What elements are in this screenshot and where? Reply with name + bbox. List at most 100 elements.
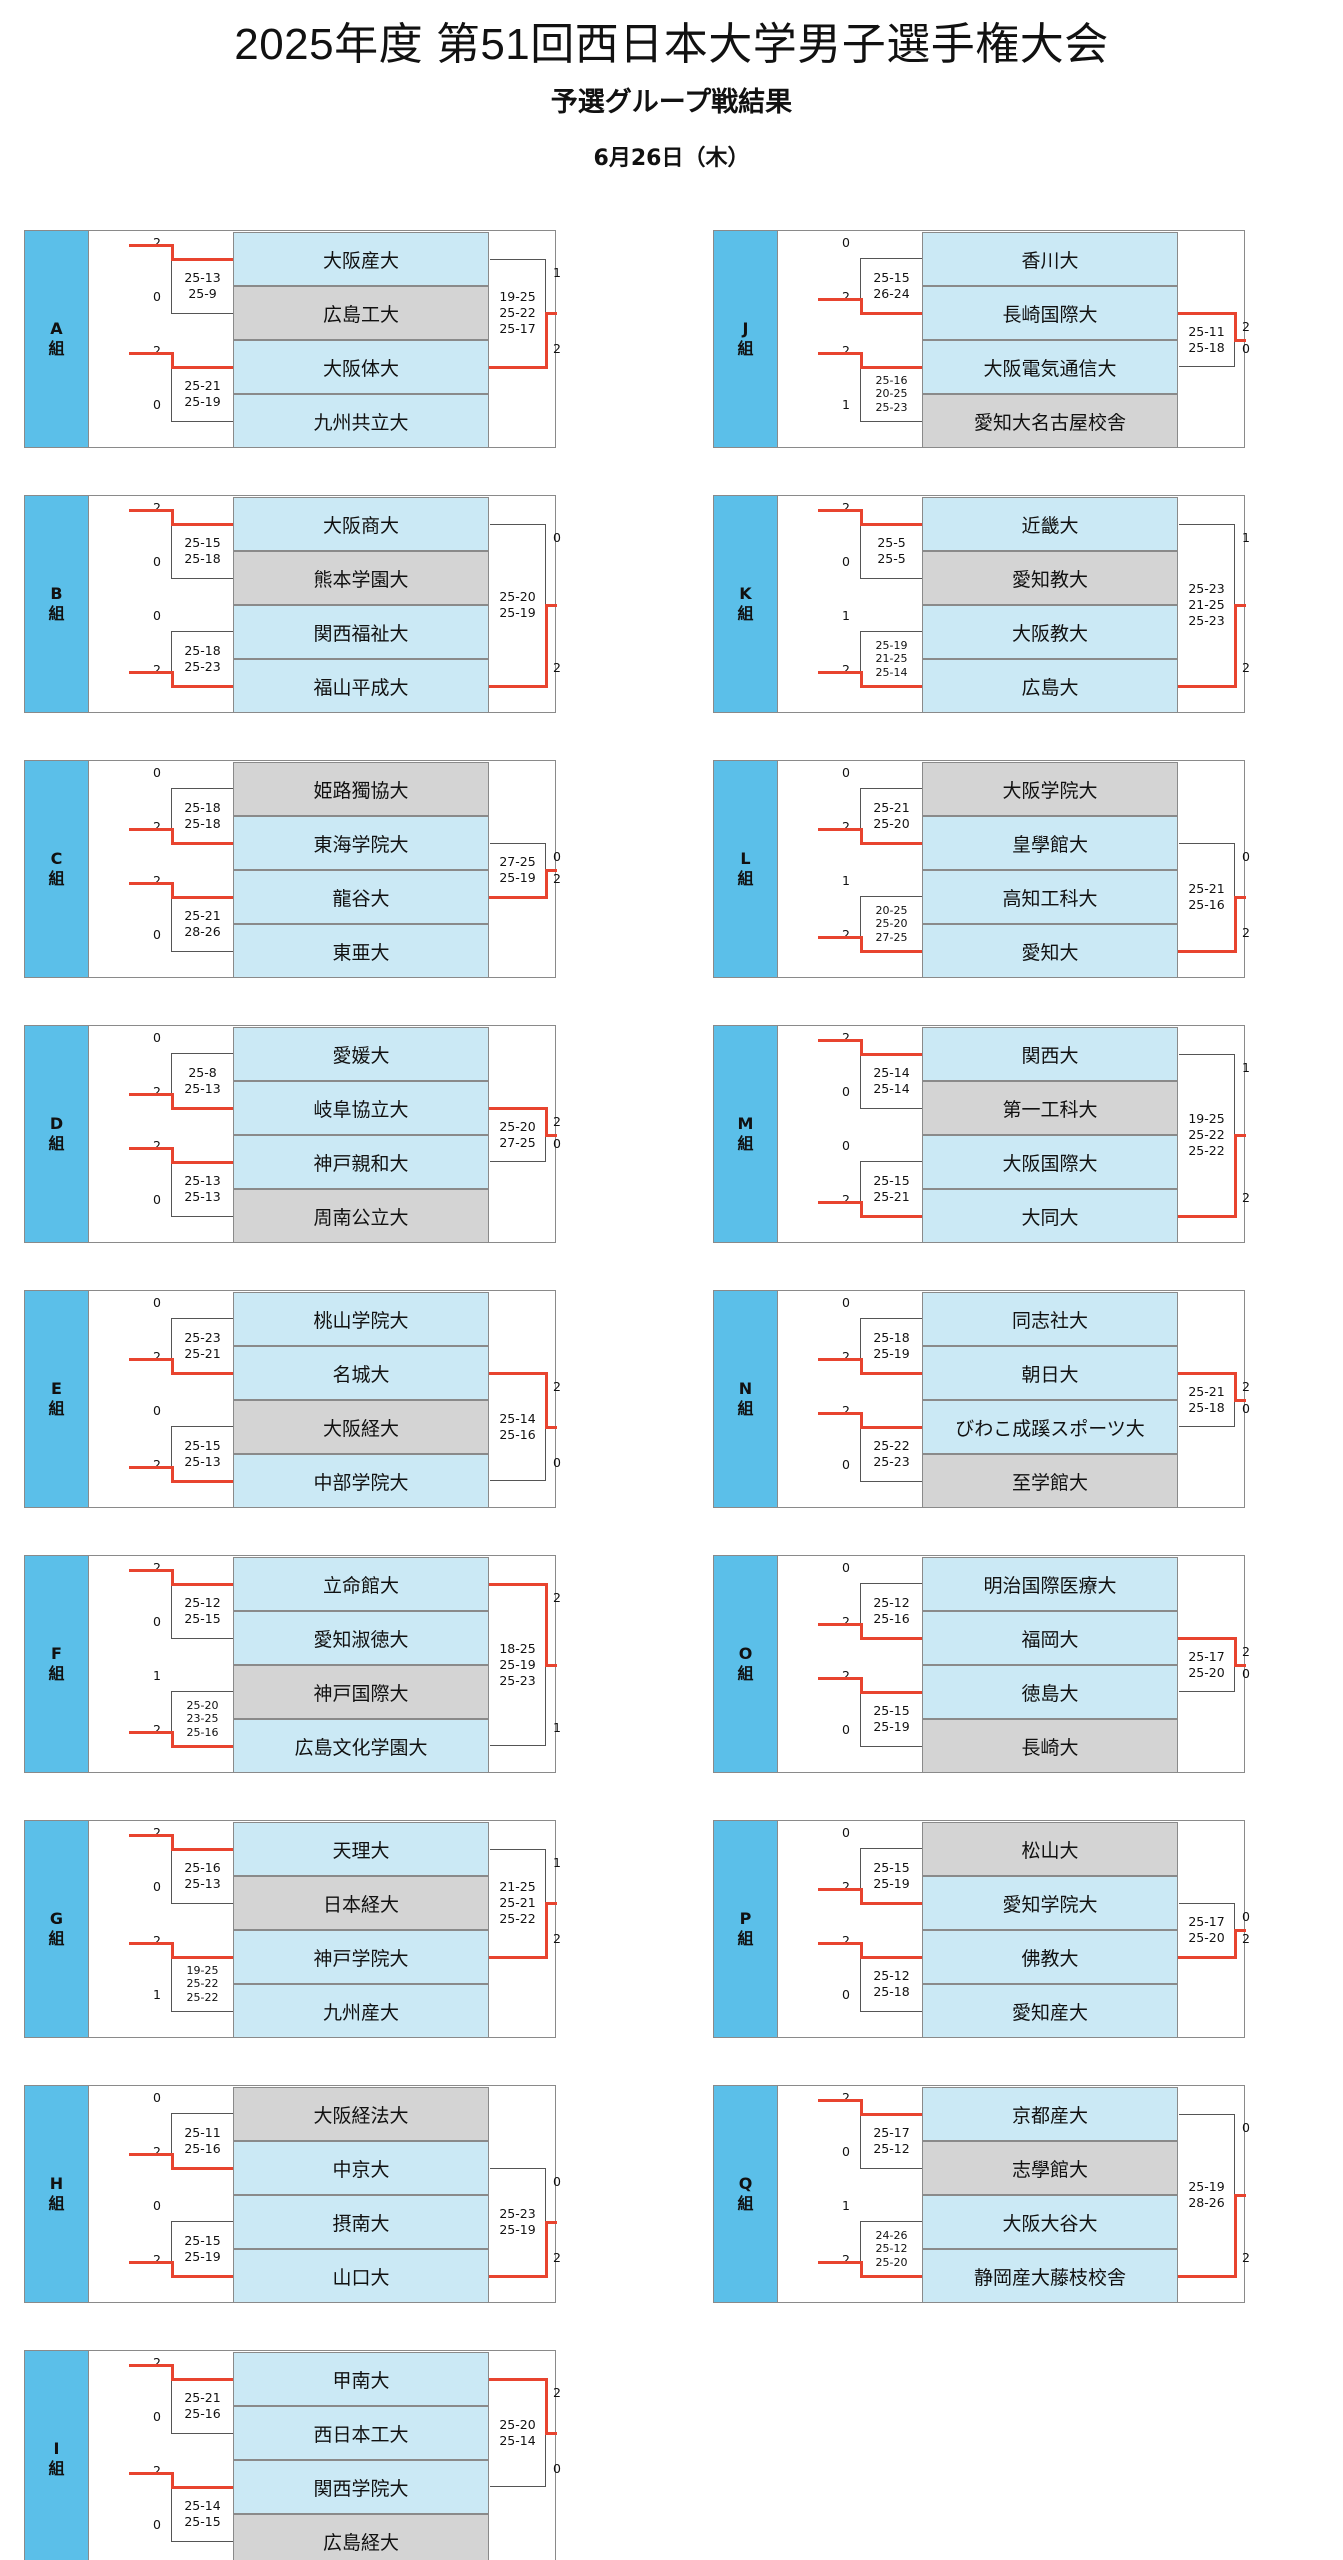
team-cell: 九州産大: [233, 1984, 489, 2038]
set-score: 25-15: [873, 270, 910, 285]
set-score: 25-18: [184, 551, 221, 566]
winner-line: [818, 1622, 862, 1626]
winner-line: [171, 2260, 174, 2277]
team-cell: 東海学院大: [233, 816, 489, 870]
set-score: 24-26: [875, 2228, 908, 2242]
set-score: 25-13: [184, 1454, 221, 1469]
winner-line: [1178, 684, 1235, 688]
set-score: 25-18: [184, 816, 221, 831]
winner-line: [860, 841, 922, 845]
group-suffix: 組: [737, 1399, 754, 1418]
winner-line: [860, 935, 863, 952]
final-wins: 0: [1242, 1909, 1250, 1924]
match-wins: 0: [842, 2144, 850, 2159]
final-wins: 1: [553, 1855, 561, 1870]
event-date: 6月26日（木）: [593, 146, 750, 171]
winner-line: [818, 1941, 862, 1945]
set-score: 25-18: [184, 643, 221, 658]
final-set-score: 25-20: [499, 2417, 536, 2432]
final-set-score: 27-25: [499, 854, 536, 869]
team-cell: 香川大: [922, 232, 1178, 286]
final-set-score: 25-20: [499, 1119, 536, 1134]
match-wins: 0: [153, 1879, 161, 1894]
winner-line: [171, 1371, 233, 1375]
set-score: 25-12: [873, 1595, 910, 1610]
match-wins: 0: [153, 289, 161, 304]
final-wins: 0: [1242, 1666, 1250, 1681]
winner-line: [129, 881, 173, 885]
group-letter: N: [738, 1379, 753, 1398]
winner-line: [860, 2274, 922, 2278]
match-wins: 2: [153, 873, 161, 888]
final-set-score: 25-23: [1188, 613, 1225, 628]
team-cell: 立命館大: [233, 1557, 489, 1611]
match-wins: 2: [153, 500, 161, 515]
set-score: 25-23: [184, 659, 221, 674]
set-score: 25-22: [186, 1990, 219, 2004]
winner-line: [489, 2377, 546, 2381]
winner-line: [171, 1568, 174, 1585]
set-score: 25-19: [184, 2249, 221, 2264]
set-score: 25-13: [184, 1173, 221, 1188]
winner-line: [545, 603, 548, 688]
winner-line: [171, 1479, 233, 1483]
set-score: 19-25: [186, 1963, 219, 1977]
match-wins: 2: [153, 1560, 161, 1575]
winner-line: [129, 1092, 173, 1096]
final-wins: 2: [1242, 1644, 1250, 1659]
set-score: 25-15: [873, 1703, 910, 1718]
team-cell: 静岡産大藤枝校舎: [922, 2249, 1178, 2303]
winner-line: [129, 1357, 173, 1361]
winner-line: [489, 895, 546, 899]
group-suffix: 組: [48, 604, 65, 623]
team-cell: 大阪産大: [233, 232, 489, 286]
winner-line: [171, 881, 174, 898]
team-cell: 愛知淑徳大: [233, 1611, 489, 1665]
group-suffix: 組: [737, 2194, 754, 2213]
final-wins: 0: [553, 1136, 561, 1151]
match-wins: 1: [153, 1668, 161, 1683]
set-score: 25-22: [873, 1438, 910, 1453]
winner-line: [860, 670, 863, 687]
match-wins: 0: [842, 1084, 850, 1099]
set-score: 25-19: [875, 638, 908, 652]
winner-line: [818, 1411, 862, 1415]
match-wins: 0: [153, 1192, 161, 1207]
winner-line: [1234, 895, 1237, 953]
winner-line: [860, 522, 922, 526]
set-score: 25-5: [877, 535, 906, 550]
final-set-score: 25-23: [499, 1673, 536, 1688]
winner-line: [129, 1465, 173, 1469]
winner-line: [860, 365, 922, 369]
match-wins: 2: [153, 2355, 161, 2370]
winner-line: [545, 311, 557, 315]
match-wins: 0: [153, 554, 161, 569]
group-letter: E: [51, 1379, 62, 1398]
match-wins: 2: [153, 235, 161, 250]
winner-line: [860, 1200, 863, 1217]
team-cell: 大同大: [922, 1189, 1178, 1243]
